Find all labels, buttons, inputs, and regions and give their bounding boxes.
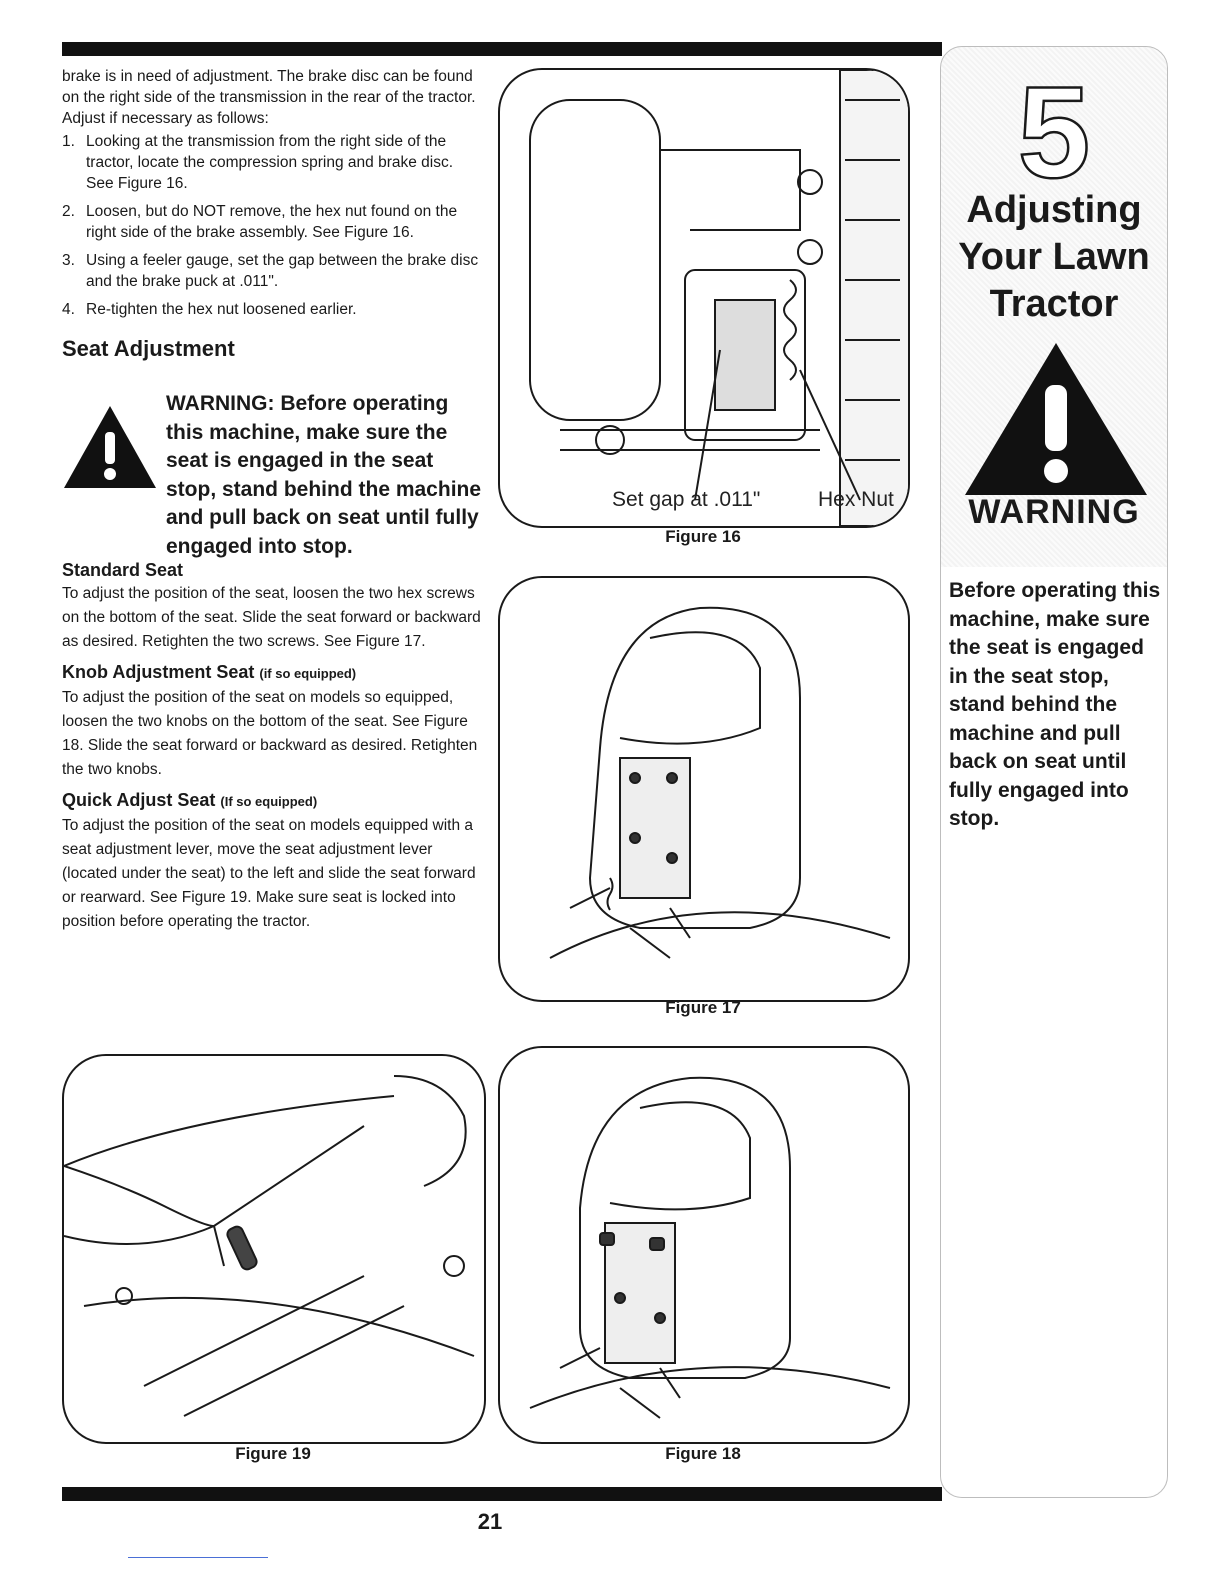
sidebar-warning-text: Before operating this machine, make sure… (949, 579, 1161, 830)
bottom-link-line (128, 1557, 268, 1558)
left-column: brake is in need of adjustment. The brak… (62, 66, 482, 940)
standard-seat-title: Standard Seat (62, 560, 184, 580)
hex-nut-label: Hex Nut (818, 488, 894, 511)
warning-triangle-icon (64, 406, 156, 488)
figure-18-illustration (498, 1046, 910, 1444)
sidebar-warning-box: Before operating this machine, make sure… (941, 567, 1167, 1497)
intro-paragraph: brake is in need of adjustment. The brak… (62, 68, 476, 127)
step-item: 2.Loosen, but do NOT remove, the hex nut… (62, 203, 458, 241)
bottom-rule (62, 1487, 942, 1501)
knob-seat-text: To adjust the position of the seat on mo… (62, 689, 478, 778)
figure-16-illustration (498, 68, 910, 528)
set-gap-label: Set gap at .011" (612, 488, 761, 511)
knob-seat-title: Knob Adjustment Seat (if so equipped) (62, 662, 357, 682)
brake-steps: 1.Looking at the transmission from the r… (62, 131, 482, 320)
top-rule (62, 42, 942, 56)
figure-18-caption: Figure 18 (665, 1444, 741, 1463)
warning-text: WARNING: Before operating this machine, … (166, 392, 482, 558)
quick-seat-title: Quick Adjust Seat (If so equipped) (62, 790, 318, 810)
figure-17-caption: Figure 17 (665, 998, 741, 1017)
quick-seat-note: (If so equipped) (220, 794, 318, 809)
step-item: 4.Re-tighten the hex nut loosened earlie… (62, 301, 357, 318)
knob-seat-note: (if so equipped) (259, 666, 357, 681)
figure-16-caption: Figure 16 (665, 527, 741, 546)
figure-19-illustration (62, 1054, 486, 1444)
chapter-number: 5 (1017, 59, 1092, 205)
page-number: 21 (477, 1509, 503, 1534)
quick-seat-text: To adjust the position of the seat on mo… (62, 817, 476, 930)
seat-adjustment-heading: Seat Adjustment (62, 336, 235, 361)
chapter-title: Adjusting Your Lawn Tractor (958, 189, 1150, 325)
seat-warning: WARNING: Before operating this machine, … (62, 390, 482, 558)
standard-seat-text: To adjust the position of the seat, loos… (62, 585, 481, 650)
figure-19-caption: Figure 19 (235, 1444, 311, 1463)
step-item: 3.Using a feeler gauge, set the gap betw… (62, 252, 479, 290)
chapter-sidebar: 5 Adjusting Your Lawn Tractor WARNING Be… (940, 46, 1168, 1498)
figure-17-illustration (498, 576, 910, 1002)
warning-triangle-icon (965, 343, 1147, 495)
step-item: 1.Looking at the transmission from the r… (62, 133, 454, 192)
sidebar-warning-label: WARNING (968, 493, 1140, 531)
